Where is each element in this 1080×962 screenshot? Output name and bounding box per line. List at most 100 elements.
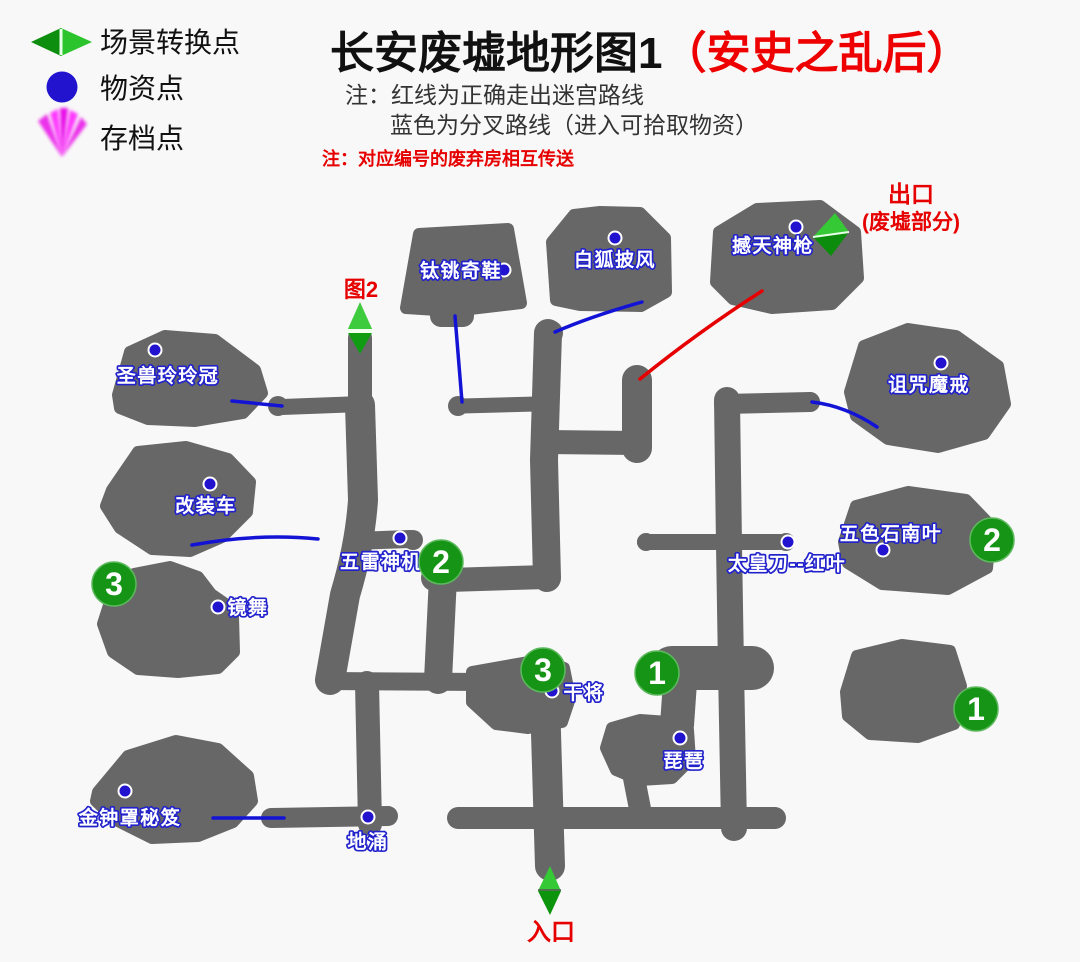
portal-marker: 3 xyxy=(520,647,566,693)
supply-points: 圣兽玲玲冠 钛铫奇鞋 白狐披风 撼天神枪 诅咒魔戒 改装车 五雷神机 太皇刀- xyxy=(76,219,970,855)
save-point-icon xyxy=(38,108,87,157)
entrance-transfer-arrow-icon xyxy=(538,866,561,915)
portal-marker: 1 xyxy=(634,650,680,696)
supply-label: 诅咒魔戒 xyxy=(888,373,970,396)
supply-label: 五色石南叶 xyxy=(840,522,943,545)
supply-dot-icon xyxy=(147,342,163,358)
map-corridor xyxy=(424,563,457,694)
portal-number: 3 xyxy=(105,566,123,602)
page-title-suffix: （安史之乱后） xyxy=(662,29,970,78)
supply-point: 五色石南叶 xyxy=(838,520,943,558)
supply-point: 白狐披风 xyxy=(572,230,656,273)
corridor-endpoint xyxy=(765,808,785,828)
exit-note-label: (废墟部分) xyxy=(862,210,960,234)
map-room xyxy=(546,206,672,312)
supply-point: 琵琶 xyxy=(662,730,705,774)
supply-dot-icon xyxy=(392,530,408,546)
map-corridor xyxy=(714,392,820,414)
map-room xyxy=(100,441,256,557)
portal-number: 2 xyxy=(983,522,1001,558)
map-corridor xyxy=(660,651,698,742)
corridor-endpoint xyxy=(537,320,563,346)
supply-dot-icon xyxy=(933,355,949,371)
supply-label: 金钟罩秘笈 xyxy=(78,806,182,829)
branch-line xyxy=(453,314,464,404)
supply-point-icon xyxy=(46,71,78,103)
exit-label: 出口 xyxy=(888,181,934,207)
supply-dot-icon xyxy=(117,783,133,799)
portal-number: 2 xyxy=(432,544,450,580)
supply-point: 诅咒魔戒 xyxy=(886,355,970,398)
map-annotations: 图2 出口 (废墟部分) 入口 xyxy=(344,181,960,946)
portal-marker: 2 xyxy=(969,517,1015,563)
corridor-endpoint xyxy=(452,808,472,828)
map2-transfer-arrow-icon xyxy=(346,302,374,354)
page-title-main: 长安废墟地形图1 xyxy=(330,29,662,78)
legend-item-label: 存档点 xyxy=(100,123,184,154)
terrain-corridors xyxy=(261,319,820,881)
supply-dot-icon xyxy=(210,599,226,615)
supply-label: 琵琶 xyxy=(663,750,704,772)
supply-label: 镜舞 xyxy=(227,596,268,619)
supply-dot-icon xyxy=(360,809,376,825)
supply-point: 地涌 xyxy=(346,809,389,855)
supply-label: 白狐披风 xyxy=(574,248,656,271)
supply-point: 钛铫奇鞋 xyxy=(418,257,512,284)
map-corridor xyxy=(355,671,382,836)
branch-line xyxy=(230,399,284,408)
portal-marker: 1 xyxy=(953,686,999,732)
supply-label: 撼天神枪 xyxy=(732,234,814,257)
corridor-endpoint xyxy=(800,392,820,412)
map-corridor xyxy=(317,672,494,691)
map-room xyxy=(840,639,967,743)
map-corridor xyxy=(714,387,747,841)
note-line-1: 注：红线为正确走出迷宫路线 xyxy=(345,82,644,108)
route-line xyxy=(638,289,764,381)
note-line-2: 蓝色为分叉路线（进入可拾取物资） xyxy=(390,112,758,138)
corridor-endpoint xyxy=(403,530,423,550)
supply-label: 太皇刀--红叶 xyxy=(728,552,846,575)
legend: 场景转换点 物资点 存档点 xyxy=(31,27,240,157)
supply-dot-icon xyxy=(875,542,891,558)
branch-line xyxy=(190,535,320,547)
supply-point: 改装车 xyxy=(174,476,237,519)
supply-dot-icon xyxy=(202,476,218,492)
supply-point: 圣兽玲玲冠 xyxy=(115,342,220,389)
supply-label: 地涌 xyxy=(347,830,388,853)
supply-point: 干将 xyxy=(544,679,605,706)
supply-point: 撼天神枪 xyxy=(730,219,814,259)
supply-label: 五雷神机 xyxy=(340,550,422,573)
branch-route-lines xyxy=(190,289,879,820)
corridor-endpoint xyxy=(623,367,651,395)
supply-label: 干将 xyxy=(563,681,604,704)
map-room xyxy=(90,735,258,844)
supply-point: 金钟罩秘笈 xyxy=(76,783,182,831)
map-corridor xyxy=(454,396,544,414)
branch-line xyxy=(810,400,879,429)
portal-marker: 2 xyxy=(418,539,464,585)
entrance-label: 入口 xyxy=(527,919,575,946)
map2-label: 图2 xyxy=(344,277,378,302)
note-red: 注：对应编号的废弃房相互传送 xyxy=(322,148,575,169)
supply-label: 圣兽玲玲冠 xyxy=(117,364,220,387)
legend-item-label: 物资点 xyxy=(100,73,184,104)
exit-transfer-arrow-icon xyxy=(812,213,850,256)
corridor-endpoint xyxy=(637,533,655,551)
numbered-portals: 3 2 3 1 2 1 xyxy=(91,517,1015,732)
supply-label: 改装车 xyxy=(175,494,237,517)
header: 长安废墟地形图1（安史之乱后） 注：红线为正确走出迷宫路线 蓝色为分叉路线（进入… xyxy=(322,29,970,169)
supply-dot-icon xyxy=(607,230,623,246)
legend-item-label: 场景转换点 xyxy=(100,27,240,58)
page-title: 长安废墟地形图1（安史之乱后） xyxy=(330,29,970,78)
map-room xyxy=(844,323,1011,453)
supply-point: 镜舞 xyxy=(210,594,269,621)
supply-dot-icon xyxy=(788,219,804,235)
portal-number: 1 xyxy=(967,691,985,727)
supply-dot-icon xyxy=(496,262,512,278)
portal-marker: 3 xyxy=(91,561,137,607)
map-corridor xyxy=(436,565,559,592)
supply-point: 五雷神机 xyxy=(338,530,422,575)
scene-transfer-icon xyxy=(31,28,92,56)
